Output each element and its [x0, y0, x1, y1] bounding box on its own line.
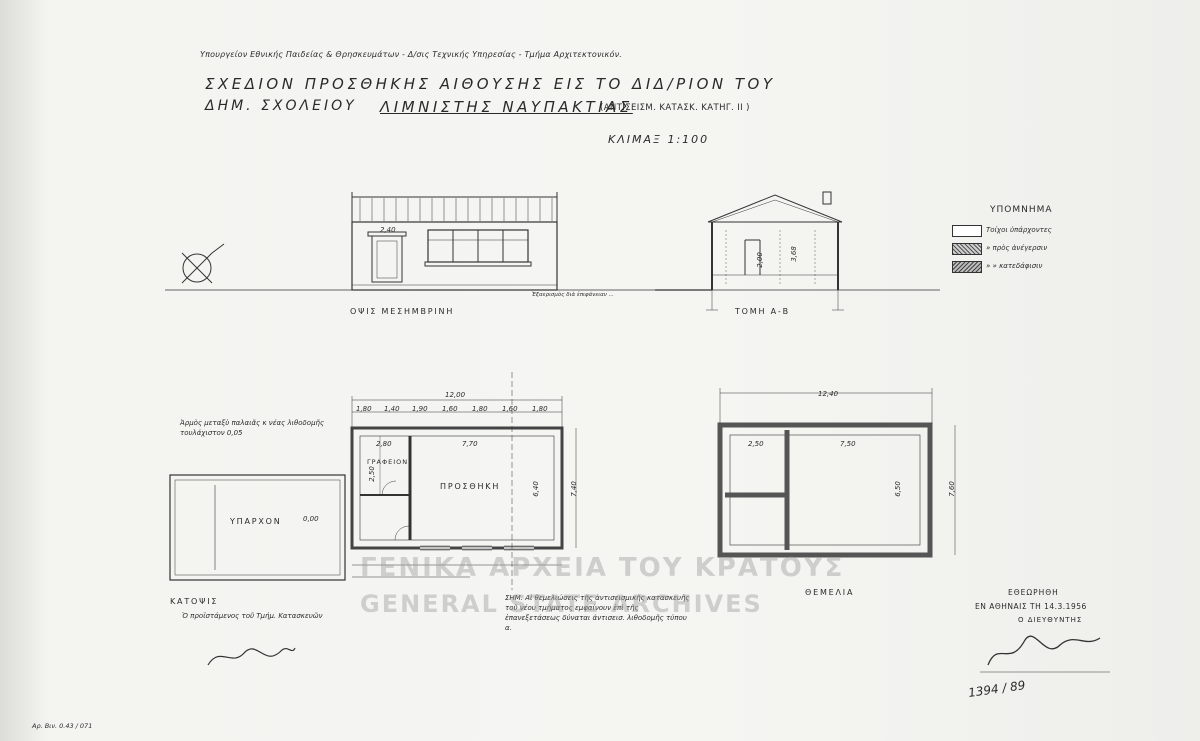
- plan-existing-building: [169, 474, 346, 581]
- dim-seg-5: 1,80: [472, 405, 488, 413]
- watermark-greek: ΓΕΝΙΚΑ ΑΡΧΕΙΑ ΤΟΥ ΚΡΑΤΟΥΣ: [360, 553, 845, 583]
- legend-swatch-new: [952, 243, 982, 255]
- dim-plan-total: 12,00: [445, 391, 466, 399]
- dim-foundation-inner-a: 2,50: [748, 440, 764, 448]
- plan-addition: [350, 372, 577, 590]
- label-plan: ΚΑΤΟΨΙΣ: [170, 597, 219, 606]
- dim-foundation-total: 12,40: [818, 390, 839, 398]
- dim-office-height: 2,50: [367, 466, 376, 482]
- note-foreman: Ὁ προϊστάμενος τοῦ Τμήμ. Κατασκευῶν: [182, 612, 323, 620]
- dim-plan-inner-height: 6,40: [531, 481, 540, 497]
- drawing-title-prefix: ΔΗΜ. ΣΧΟΛΕΙΟΥ: [205, 98, 357, 114]
- dim-plan-inner-width: 7,70: [462, 440, 478, 448]
- label-elevation: ΟΨΙΣ ΜΕΣΗΜΒΡΙΝΗ: [350, 307, 455, 316]
- dim-foundation-height: 7,60: [947, 481, 956, 497]
- legend-text-existing: Τοίχοι ὑπάρχοντες: [986, 226, 1052, 234]
- note-elevation: Ἐξαερισμὸς διὰ ἐπιφάνειαν ...: [532, 292, 614, 298]
- watermark-english: GENERAL STATE ARCHIVES: [360, 590, 763, 618]
- room-office: ΓΡΑΦΕΙΟΝ: [367, 458, 409, 466]
- label-foundation: ΘΕΜΕΛΙΑ: [805, 588, 855, 597]
- section-ab-drawing: [655, 191, 844, 311]
- dim-seg-4: 1,60: [442, 405, 458, 413]
- note-approved-place: ΕΝ ΑΘΗΝΑΙΣ ΤΗ 14.3.1956: [975, 602, 1087, 611]
- legend-text-new: » πρὸς ἀνέγερσιν: [986, 244, 1048, 252]
- legend-swatch-demolish: [952, 261, 982, 273]
- drawing-title-place: ΛΙΜΝΙΣΤΗΣ ΝΑΥΠΑΚΤΙΑΣ: [380, 98, 633, 116]
- dim-section-h2: 2,00: [755, 252, 764, 268]
- north-arrow-icon: [181, 243, 225, 284]
- dim-foundation-inner-h: 6,50: [893, 481, 902, 497]
- note-director: Ο ΔΙΕΥΘΥΝΤΗΣ: [1018, 616, 1083, 624]
- plan-foundation: [717, 388, 956, 558]
- dim-plan-height: 7,40: [569, 481, 578, 497]
- director-signature: [987, 635, 1101, 666]
- dim-foundation-inner-b: 7,50: [840, 440, 856, 448]
- dim-elev-window: 2,40: [380, 226, 396, 234]
- drawing-title-line1: ΣΧΕΔΙΟΝ ΠΡΟΣΘΗΚΗΣ ΑΙΘΟΥΣΗΣ ΕΙΣ ΤΟ ΔΙΔ/ΡΙ…: [205, 75, 776, 93]
- legend-text-demolish: » » κατεδάφισιν: [986, 262, 1043, 270]
- dim-section-h1: 3,68: [789, 246, 798, 262]
- dim-seg-1: 1,80: [356, 405, 372, 413]
- note-foundation: ΣΗΜ. Αἱ θεμελιώσεις τῆς ἀντισεισμικῆς κα…: [505, 594, 690, 632]
- drawing-title-note: (ΑΝΤΙΣΕΙΣΜ. ΚΑΤΑΣΚ. ΚΑΤΗΓ. ΙΙ ): [600, 103, 750, 113]
- south-elevation-drawing: [351, 192, 558, 291]
- legend-title: ΥΠΟΜΝΗΜΑ: [990, 205, 1053, 215]
- dim-seg-6: 1,60: [502, 405, 518, 413]
- dim-existing-level: 0,00: [303, 515, 319, 523]
- room-existing: ΥΠΑΡΧΟΝ: [230, 517, 282, 526]
- room-addition: ΠΡΟΣΘΗΚΗ: [440, 482, 501, 491]
- dim-seg-3: 1,90: [412, 405, 428, 413]
- dim-seg-7: 1,80: [532, 405, 548, 413]
- reference-number: Αρ. Βιν. 0.43 / 071: [32, 722, 93, 730]
- note-approved: ΕΘΕΩΡΗΘΗ: [1008, 588, 1059, 597]
- ministry-header: Υπουργείον Εθνικής Παιδείας & Θρησκευμάτ…: [200, 50, 622, 59]
- note-joint: Ἁρμὸς μεταξὺ παλαιᾶς κ νέας λιθοδομῆς το…: [180, 419, 325, 437]
- drawing-scale: ΚΛΙΜΑΞ 1:100: [608, 133, 710, 146]
- dim-office-width: 2,80: [376, 440, 392, 448]
- dim-seg-2: 1,40: [384, 405, 400, 413]
- legend-swatch-existing: [952, 225, 982, 237]
- label-section: ΤΟΜΗ Α-Β: [735, 307, 790, 316]
- foreman-signature: [207, 647, 296, 666]
